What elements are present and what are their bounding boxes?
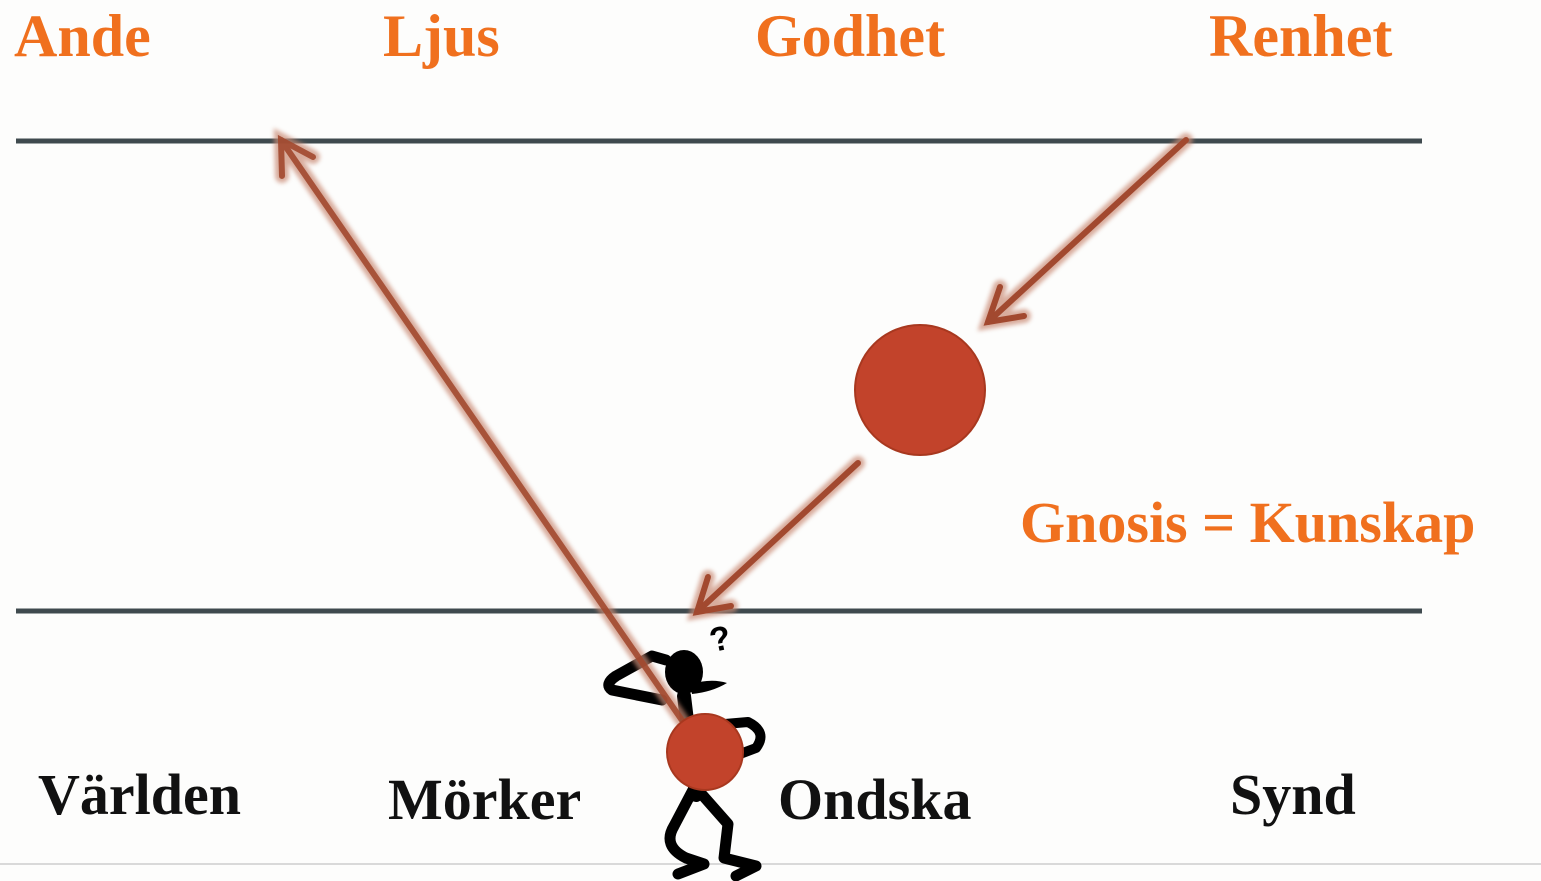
word-varlden: Världen [38,762,241,827]
word-godhet: Godhet [755,3,946,69]
descent-arrow-upper [977,133,1193,331]
word-synd: Synd [1230,762,1356,827]
word-ande: Ande [14,3,151,69]
gnosis-label: Gnosis = Kunskap [1020,490,1476,555]
divine-spark-ball [854,324,986,456]
word-renhet: Renhet [1209,3,1393,69]
descent-arrow-lower [686,456,865,621]
ascent-arrow [273,128,704,749]
word-ljus: Ljus [383,3,500,69]
word-ondska: Ondska [778,767,972,832]
figure-spark-ball [666,713,744,791]
question-mark-glyph: ? [706,619,734,660]
word-morker: Mörker [388,767,582,832]
